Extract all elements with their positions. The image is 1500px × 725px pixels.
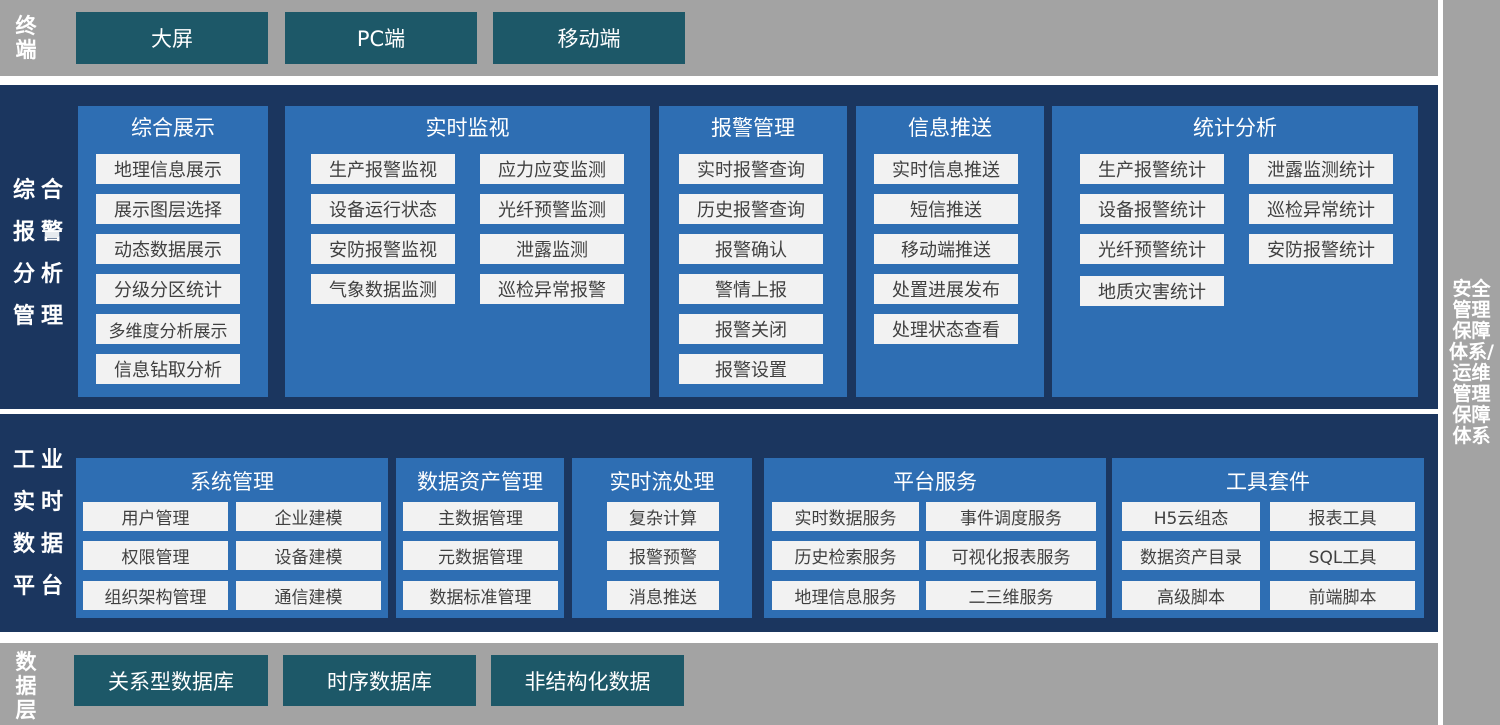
panel-realtime-monitoring: 实时监视 生产报警监视 应力应变监测 设备运行状态 光纤预警监测 安防报警监视 … bbox=[285, 106, 650, 397]
panel-item: 设备运行状态 bbox=[311, 194, 455, 224]
panel-item: 地质灾害统计 bbox=[1080, 276, 1224, 306]
panel-item: 权限管理 bbox=[83, 541, 228, 570]
panel-comprehensive-display: 综合展示 地理信息展示 展示图层选择 动态数据展示 分级分区统计 多维度分析展示… bbox=[78, 106, 268, 397]
panel-item: 气象数据监测 bbox=[311, 274, 455, 304]
panel-item: 报警关闭 bbox=[679, 314, 823, 344]
panel-item: 泄露监测 bbox=[480, 234, 624, 264]
panel-item: 报警设置 bbox=[679, 354, 823, 384]
panel-item: 信息钻取分析 bbox=[96, 354, 240, 384]
panel-item: 报表工具 bbox=[1270, 502, 1415, 531]
panel-title: 报警管理 bbox=[711, 116, 795, 140]
panel-item: 可视化报表服务 bbox=[926, 541, 1096, 570]
panel-item: 通信建模 bbox=[236, 581, 381, 610]
panel-info-push: 信息推送 实时信息推送 短信推送 移动端推送 处置进展发布 处理状态查看 bbox=[856, 106, 1044, 397]
panel-item: 设备报警统计 bbox=[1080, 194, 1224, 224]
panel-item: 巡检异常报警 bbox=[480, 274, 624, 304]
database-item-relational: 关系型数据库 bbox=[74, 655, 268, 706]
panel-item: 设备建模 bbox=[236, 541, 381, 570]
panel-item: 警情上报 bbox=[679, 274, 823, 304]
panel-item: 实时报警查询 bbox=[679, 154, 823, 184]
panel-item: 地理信息服务 bbox=[772, 581, 919, 610]
database-item-timeseries: 时序数据库 bbox=[283, 655, 476, 706]
terminal-item-pc: PC端 bbox=[285, 12, 477, 64]
panel-title: 实时流处理 bbox=[609, 470, 715, 494]
panel-item: 数据资产目录 bbox=[1122, 541, 1260, 570]
panel-item: 处理状态查看 bbox=[874, 314, 1018, 344]
panel-item: 实时信息推送 bbox=[874, 154, 1018, 184]
panel-item: 分级分区统计 bbox=[96, 274, 240, 304]
panel-title: 统计分析 bbox=[1193, 116, 1277, 140]
panel-item: 地理信息展示 bbox=[96, 154, 240, 184]
panel-item: 历史检索服务 bbox=[772, 541, 919, 570]
panel-system-management: 系统管理 用户管理 企业建模 权限管理 设备建模 组织架构管理 通信建模 bbox=[76, 458, 388, 618]
panel-item: 处置进展发布 bbox=[874, 274, 1018, 304]
panel-item: 展示图层选择 bbox=[96, 194, 240, 224]
panel-item: 用户管理 bbox=[83, 502, 228, 531]
panel-statistical-analysis: 统计分析 生产报警统计 泄露监测统计 设备报警统计 巡检异常统计 光纤预警统计 … bbox=[1052, 106, 1418, 397]
panel-item: 元数据管理 bbox=[403, 541, 558, 570]
panel-item: 二三维服务 bbox=[926, 581, 1096, 610]
alarm-analysis-layer-label: 综合报警分析管理 bbox=[12, 178, 69, 329]
panel-item: 事件调度服务 bbox=[926, 502, 1096, 531]
panel-title: 系统管理 bbox=[190, 470, 274, 494]
panel-item: 泄露监测统计 bbox=[1249, 154, 1393, 184]
panel-item: H5云组态 bbox=[1122, 502, 1260, 531]
panel-item: 历史报警查询 bbox=[679, 194, 823, 224]
database-item-unstructured: 非结构化数据 bbox=[491, 655, 684, 706]
panel-title: 平台服务 bbox=[893, 470, 977, 494]
panel-title: 工具套件 bbox=[1226, 470, 1310, 494]
panel-item: 光纤预警监测 bbox=[480, 194, 624, 224]
panel-alarm-management: 报警管理 实时报警查询 历史报警查询 报警确认 警情上报 报警关闭 报警设置 bbox=[659, 106, 847, 397]
security-ops-column: 安全管理保障体系/运维管理保障体系 bbox=[1443, 0, 1500, 725]
panel-item: 前端脚本 bbox=[1270, 581, 1415, 610]
panel-item: 数据标准管理 bbox=[403, 581, 558, 610]
panel-item: 主数据管理 bbox=[403, 502, 558, 531]
panel-item: SQL工具 bbox=[1270, 541, 1415, 570]
panel-item: 巡检异常统计 bbox=[1249, 194, 1393, 224]
panel-item: 报警确认 bbox=[679, 234, 823, 264]
panel-item: 高级脚本 bbox=[1122, 581, 1260, 610]
terminal-item-mobile: 移动端 bbox=[493, 12, 685, 64]
database-layer-label: 数据层 bbox=[15, 650, 37, 722]
panel-item: 复杂计算 bbox=[607, 502, 719, 531]
panel-item: 实时数据服务 bbox=[772, 502, 919, 531]
panel-item: 多维度分析展示 bbox=[96, 314, 240, 344]
panel-title: 综合展示 bbox=[131, 116, 215, 140]
terminal-layer-label: 终端 bbox=[15, 14, 37, 62]
panel-item: 企业建模 bbox=[236, 502, 381, 531]
panel-item: 移动端推送 bbox=[874, 234, 1018, 264]
panel-toolkit: 工具套件 H5云组态 报表工具 数据资产目录 SQL工具 高级脚本 前端脚本 bbox=[1112, 458, 1424, 618]
panel-item: 组织架构管理 bbox=[83, 581, 228, 610]
panel-item: 光纤预警统计 bbox=[1080, 234, 1224, 264]
panel-item: 安防报警统计 bbox=[1249, 234, 1393, 264]
data-platform-layer-label: 工业实时数据平台 bbox=[12, 448, 69, 599]
terminal-item-bigscreen: 大屏 bbox=[76, 12, 268, 64]
panel-item: 报警预警 bbox=[607, 541, 719, 570]
panel-platform-services: 平台服务 实时数据服务 事件调度服务 历史检索服务 可视化报表服务 地理信息服务… bbox=[764, 458, 1106, 618]
panel-item: 安防报警监视 bbox=[311, 234, 455, 264]
panel-item: 消息推送 bbox=[607, 581, 719, 610]
panel-item: 短信推送 bbox=[874, 194, 1018, 224]
panel-item: 生产报警统计 bbox=[1080, 154, 1224, 184]
panel-item: 生产报警监视 bbox=[311, 154, 455, 184]
panel-item: 应力应变监测 bbox=[480, 154, 624, 184]
security-ops-label: 安全管理保障体系/运维管理保障体系 bbox=[1449, 277, 1494, 447]
panel-title: 信息推送 bbox=[908, 116, 992, 140]
panel-stream-processing: 实时流处理 复杂计算 报警预警 消息推送 bbox=[572, 458, 752, 618]
panel-item: 动态数据展示 bbox=[96, 234, 240, 264]
panel-data-asset-management: 数据资产管理 主数据管理 元数据管理 数据标准管理 bbox=[396, 458, 564, 618]
panel-title: 实时监视 bbox=[425, 116, 510, 140]
panel-title: 数据资产管理 bbox=[417, 470, 543, 494]
